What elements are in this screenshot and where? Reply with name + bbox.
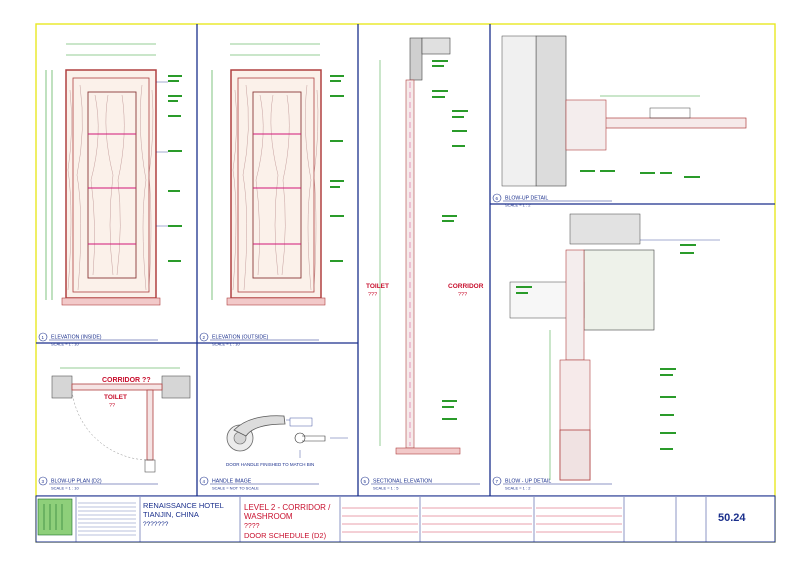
panel-scale: SCALE = 1 : 2 xyxy=(505,203,531,208)
panel-scale: SCALE = NOT TO SCALE xyxy=(212,486,259,491)
panel-title: ELEVATION (INSIDE) xyxy=(51,335,102,341)
panel-title-bar: 2 ELEVATION (OUTSIDE)SCALE = 1 : 10 xyxy=(199,332,319,347)
panel-scale: SCALE = 1 : 2 xyxy=(505,486,531,491)
panel-scale: SCALE = 1 : 5 xyxy=(373,486,399,491)
plan-corridor-label: CORRIDOR ?? xyxy=(102,377,151,384)
panel-number-marker xyxy=(360,476,370,486)
project-subtitle: ??????? xyxy=(143,521,169,528)
panel-scale: SCALE = 1 : 10 xyxy=(51,342,79,347)
plan-toilet-placeholder: ?? xyxy=(109,403,115,409)
drawing-number: 50.24 xyxy=(718,512,746,524)
panel-number: 5 xyxy=(364,479,367,484)
panel-number-marker xyxy=(38,476,48,486)
panel-title: ELEVATION (OUTSIDE) xyxy=(212,335,269,341)
door-elevation-outside xyxy=(211,43,344,306)
blow-up-detail-bottom xyxy=(509,213,720,481)
sectional-elevation: TOILET ??? CORRIDOR ??? xyxy=(366,37,484,455)
drawing-title-3: ???? xyxy=(244,523,260,530)
door-elevation-inside xyxy=(45,43,182,306)
panel-number: 7 xyxy=(496,479,499,484)
section-corridor-placeholder: ??? xyxy=(458,292,467,298)
panel-number-marker xyxy=(492,476,502,486)
title-block: RENAISSANCE HOTEL TIANJIN, CHINA ???????… xyxy=(35,495,776,543)
handle-image: DOOR HANDLE FINISHED TO MATCH BIN xyxy=(226,415,348,467)
panel-scale: SCALE = 1 : 10 xyxy=(212,342,240,347)
panel-title: BLOW - UP DETAIL xyxy=(505,479,551,485)
panel-title-bar: 3 BLOW-UP PLAN (D2)SCALE = 1 : 10 xyxy=(38,476,158,491)
panel-title-bar: 1 ELEVATION (INSIDE)SCALE = 1 : 10 xyxy=(38,332,158,347)
drawing-title-2: WASHROOM xyxy=(244,512,293,521)
panel-title: BLOW-UP DETAIL xyxy=(505,196,548,202)
blow-up-plan: CORRIDOR ?? TOILET ?? xyxy=(51,367,191,473)
panel-number-marker xyxy=(199,332,209,342)
section-toilet-placeholder: ??? xyxy=(368,292,377,298)
panel-number-marker xyxy=(38,332,48,342)
drawing-title-1: LEVEL 2 - CORRIDOR / xyxy=(244,503,331,512)
plan-toilet-label: TOILET xyxy=(104,394,127,401)
panel-number-marker xyxy=(199,476,209,486)
panel-scale: SCALE = 1 : 10 xyxy=(51,486,79,491)
blow-up-detail-top xyxy=(501,35,747,187)
firm-logo xyxy=(37,498,73,536)
panel-number: 1 xyxy=(42,335,45,340)
panel-title: SECTIONAL ELEVATION xyxy=(373,479,432,485)
panel-title: BLOW-UP PLAN (D2) xyxy=(51,479,102,485)
panel-number: 6 xyxy=(496,196,499,201)
panel-number: 2 xyxy=(203,335,206,340)
panel-number-marker xyxy=(492,193,502,203)
drawing-title-4: DOOR SCHEDULE (D2) xyxy=(244,531,327,540)
project-location: TIANJIN, CHINA xyxy=(143,510,199,519)
section-corridor-label: CORRIDOR xyxy=(448,283,484,290)
panel-title: HANDLE IMAGE xyxy=(212,479,252,485)
section-toilet-label: TOILET xyxy=(366,283,389,290)
project-name: RENAISSANCE HOTEL xyxy=(143,501,224,510)
panel-number: 3 xyxy=(42,479,45,484)
handle-note: DOOR HANDLE FINISHED TO MATCH BIN xyxy=(226,462,314,467)
panel-number: 4 xyxy=(203,479,206,484)
